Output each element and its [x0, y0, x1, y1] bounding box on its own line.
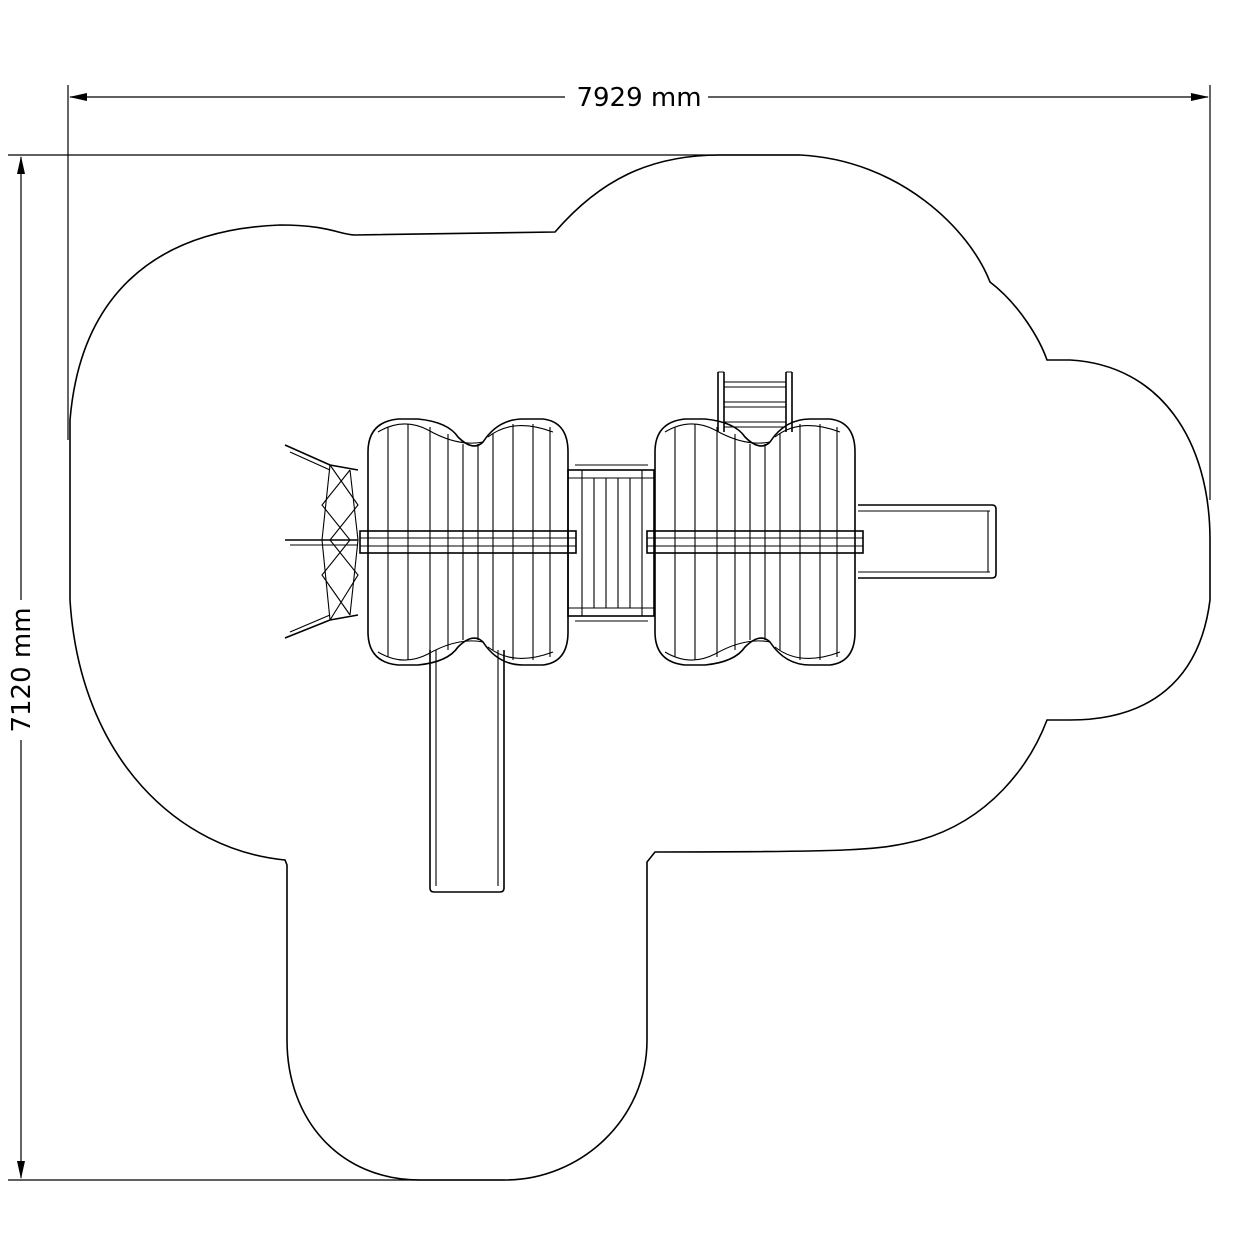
width-dimension-label: 7929 mm: [576, 83, 701, 113]
long-slide: [429, 650, 505, 893]
left-tower: [359, 418, 577, 666]
short-slide: [858, 504, 997, 579]
right-tower: [646, 418, 864, 666]
height-dimension-label: 7120 mm: [7, 607, 37, 732]
ladder: [717, 371, 793, 432]
width-dimension: 7929 mm: [69, 83, 1209, 113]
climbing-net: [284, 444, 359, 639]
safety-area-outline: [69, 154, 1211, 1181]
height-dimension: 7120 mm: [7, 156, 37, 1179]
bridge: [567, 464, 655, 622]
